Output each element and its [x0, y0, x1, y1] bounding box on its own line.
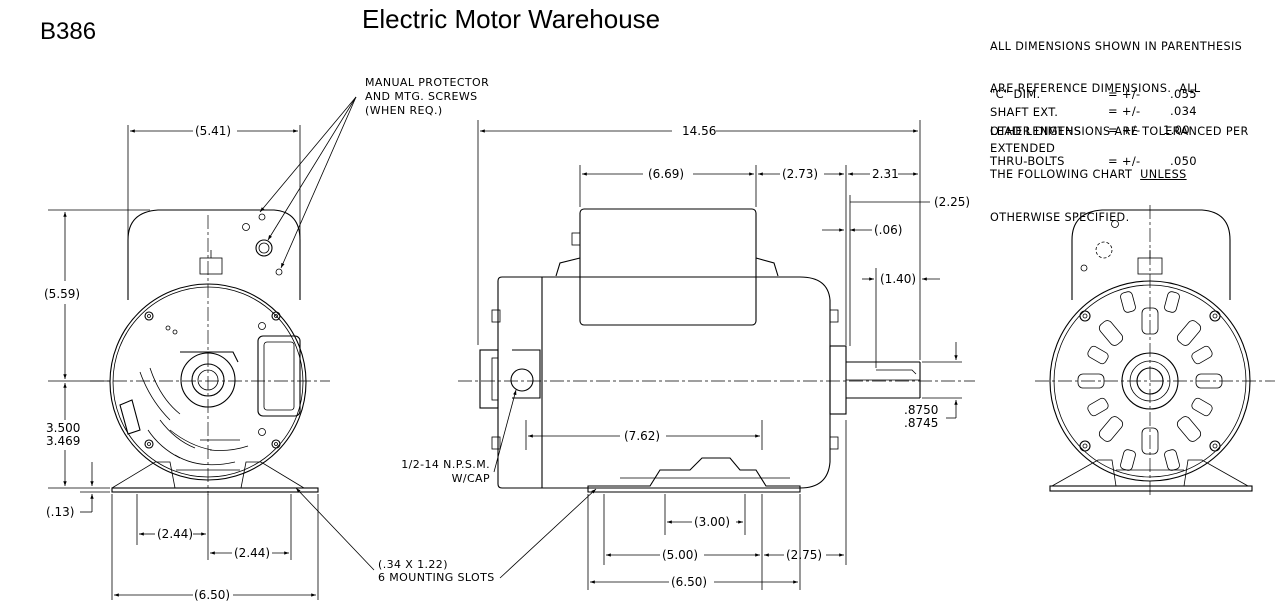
tolerance-value: 1.00	[1163, 123, 1190, 137]
front-view: (5.41) (5.59) 3.500 3.469 (.13) (2.44) (…	[44, 96, 375, 602]
dim-side-base-len: (6.50)	[671, 575, 707, 589]
tolerance-sign: = +/-	[1108, 104, 1141, 118]
general-note-line: OTHER DIMENSIONS ARE TOLERANCED PER	[990, 125, 1249, 139]
general-note-line: ALL DIMENSIONS SHOWN IN PARENTHESIS	[990, 39, 1243, 53]
protector-callout: MANUAL PROTECTOR AND MTG. SCREWS (WHEN R…	[365, 76, 490, 117]
tolerance-value: .050	[1170, 154, 1197, 168]
dim-base-thick: (.13)	[46, 505, 74, 519]
dim-front-hole-right: (2.44)	[234, 546, 270, 560]
model-number: B386	[40, 18, 97, 45]
dim-side-flat-len: (1.40)	[880, 272, 916, 286]
dim-side-base-to-end: (7.62)	[624, 429, 660, 443]
dim-side-overall: 14.56	[682, 124, 716, 138]
dim-front-hole-left: (2.44)	[157, 527, 193, 541]
dim-side-slot-span: (3.00)	[694, 515, 730, 529]
general-note-line: THE FOLLOWING CHART UNLESS	[990, 168, 1187, 182]
dim-side-shaft-offset: (2.25)	[934, 195, 970, 209]
rear-view	[1035, 205, 1275, 495]
tolerance-label: SHAFT EXT.	[990, 105, 1059, 119]
dim-front-base-width: (6.50)	[194, 588, 230, 602]
dim-side-hole-span: (5.00)	[662, 548, 698, 562]
dim-side-box-len: (6.69)	[648, 167, 684, 181]
dim-front-width-top: (5.41)	[195, 124, 231, 138]
general-note: ALL DIMENSIONS SHOWN IN PARENTHESIS ARE …	[990, 11, 1249, 240]
side-view: 14.56 (6.69) (2.73) 2.31 (2.25) (.06) (1…	[458, 120, 975, 590]
slots-callout: (.34 X 1.22) 6 MOUNTING SLOTS	[378, 558, 495, 584]
dim-side-bolt-ext: (.06)	[874, 223, 902, 237]
dim-shaft-dia-2: .8745	[904, 416, 938, 430]
dim-shaft-dia-1: .8750	[904, 403, 938, 417]
tolerance-sign: = +/-	[1108, 123, 1141, 137]
dim-side-box-to-end: (2.73)	[782, 167, 818, 181]
tolerance-value: .034	[1170, 104, 1197, 118]
dim-centre-height-1: 3.500	[46, 421, 80, 435]
general-note-line: ARE REFERENCE DIMENSIONS. ALL	[990, 82, 1201, 96]
page-title: Electric Motor Warehouse	[362, 4, 661, 34]
tolerance-label: LEAD LENGTHS	[990, 124, 1082, 138]
tolerance-sign: = +/-	[1108, 154, 1141, 168]
dim-side-shaft-ext: 2.31	[872, 167, 899, 181]
dim-front-height-upper: (5.59)	[44, 287, 80, 301]
conduit-callout: 1/2-14 N.P.S.M. W/CAP	[401, 458, 490, 485]
tolerance-label: EXTENDED THRU-BOLTS	[990, 141, 1065, 168]
unless-text: UNLESS	[1140, 168, 1187, 182]
dim-centre-height-2: 3.469	[46, 434, 80, 448]
tolerance-sign: = +/-	[1108, 87, 1141, 101]
tolerance-label: "C" DIM.	[990, 87, 1041, 101]
tolerance-value: .055	[1170, 87, 1197, 101]
dim-side-base-offset: (2.75)	[786, 548, 822, 562]
